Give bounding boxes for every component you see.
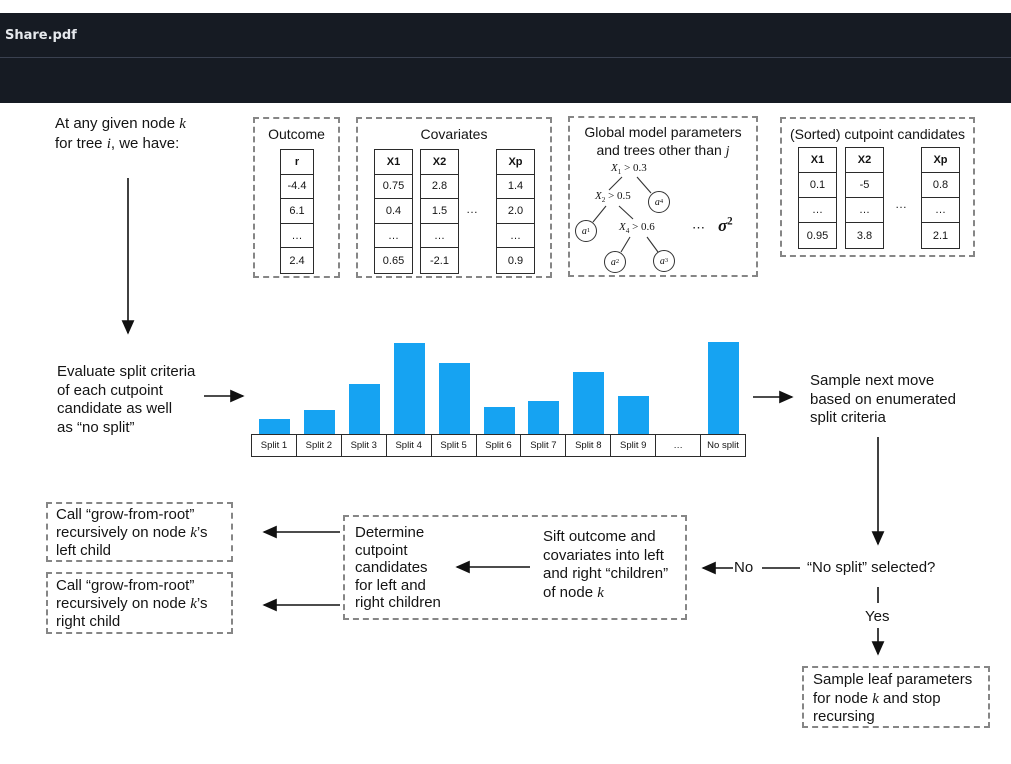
cutpoint-candidates-title: (Sorted) cutpoint candidates <box>789 126 966 142</box>
tree-node-x1: X1 > 0.3 <box>611 162 647 177</box>
table-cell: 0.65 <box>382 254 405 267</box>
table-header: X2 <box>421 150 458 175</box>
bar-Split 1 <box>259 419 290 435</box>
bar-Split 2 <box>303 410 335 435</box>
table-cell: 0.75 <box>375 175 412 200</box>
split-label: Split 6 <box>477 435 522 456</box>
table-header: X1 <box>375 150 412 175</box>
table-cell: 1.4 <box>497 175 534 200</box>
window-title: Share.pdf <box>5 27 77 43</box>
tree-ellipsis: ⋯ <box>692 220 705 235</box>
no-label: No <box>734 559 754 576</box>
table-header: Xp <box>497 150 534 175</box>
split-label: Split 4 <box>387 435 432 456</box>
table-cell: 0.9 <box>507 254 524 267</box>
table-cell: 0.95 <box>806 229 829 242</box>
table-cell: … <box>497 224 534 249</box>
bar-Split 7 <box>528 401 560 435</box>
pdf-titlebar: Share.pdf <box>0 13 1011 58</box>
tree-node-x2: X2 > 0.5 <box>595 190 631 205</box>
table-cell: 2.0 <box>497 199 534 224</box>
call-right-text: Call “grow-from-root”recursively on node… <box>56 577 208 630</box>
split-label: No split <box>707 440 739 451</box>
question-text: “No split” selected? <box>807 559 936 576</box>
global-params-title-line2: and trees other than j <box>596 142 730 159</box>
table-cell: 0.1 <box>799 173 836 198</box>
cutpoint-ellipsis: … <box>895 197 907 211</box>
split-label: Split 3 <box>342 435 387 456</box>
table-cell: … <box>846 198 883 223</box>
bar-Split 4 <box>393 343 425 435</box>
table-header: r <box>281 150 313 175</box>
tree-node-x4: X4 > 0.6 <box>619 221 655 236</box>
split-label: Split 7 <box>521 435 567 456</box>
table-cell: 6.1 <box>281 199 313 224</box>
table-cell: -5 <box>846 173 883 198</box>
pdf-toolbar <box>0 58 1011 103</box>
table-cell: … <box>922 198 959 223</box>
table-cell: … <box>281 224 313 249</box>
split-criteria-bars <box>252 341 746 435</box>
table-header: Xp <box>922 148 959 173</box>
table-cell: … <box>375 224 412 249</box>
table-cell: … <box>421 224 458 249</box>
bar-Split 9 <box>618 396 650 435</box>
split-label: Split 8 <box>566 435 612 456</box>
call-left-box: Call “grow-from-root”recursively on node… <box>46 502 233 562</box>
split-label: Split 5 <box>432 435 477 456</box>
table-cell: 2.8 <box>421 175 458 200</box>
table-cell: -2.1 <box>430 254 449 267</box>
table-header: X1 <box>799 148 836 173</box>
table-cell: -4.4 <box>281 175 313 200</box>
bar-Split 8 <box>573 372 605 435</box>
covariates-title: Covariates <box>420 126 488 142</box>
sigma-squared: σ2 <box>718 215 733 235</box>
bar-Split 5 <box>438 363 470 435</box>
bar-Split 6 <box>483 407 515 435</box>
yes-label: Yes <box>865 608 890 625</box>
table-cell: 1.5 <box>421 199 458 224</box>
global-params-title-line1: Global model parameters <box>584 124 742 140</box>
table-cell: 3.8 <box>856 229 873 242</box>
table-cell: … <box>799 198 836 223</box>
covariates-ellipsis: … <box>466 202 478 216</box>
cutpoint-table-x2: X2-5… 3.8 <box>845 147 884 249</box>
table-cell: 2.4 <box>289 254 305 267</box>
outcome-title: Outcome <box>268 126 325 142</box>
split-label: Split 9 <box>611 435 657 456</box>
split-label: Split 2 <box>297 435 342 456</box>
split-label: … <box>656 435 702 456</box>
call-left-text: Call “grow-from-root”recursively on node… <box>56 506 208 559</box>
table-cell: 0.4 <box>375 199 412 224</box>
bar-No split <box>708 342 740 435</box>
table-cell: 0.8 <box>922 173 959 198</box>
table-cell: 2.1 <box>932 229 949 242</box>
call-right-box: Call “grow-from-root”recursively on node… <box>46 572 233 634</box>
table-header: X2 <box>846 148 883 173</box>
split-label: Split 1 <box>252 435 297 456</box>
bar-Split 3 <box>348 384 380 435</box>
